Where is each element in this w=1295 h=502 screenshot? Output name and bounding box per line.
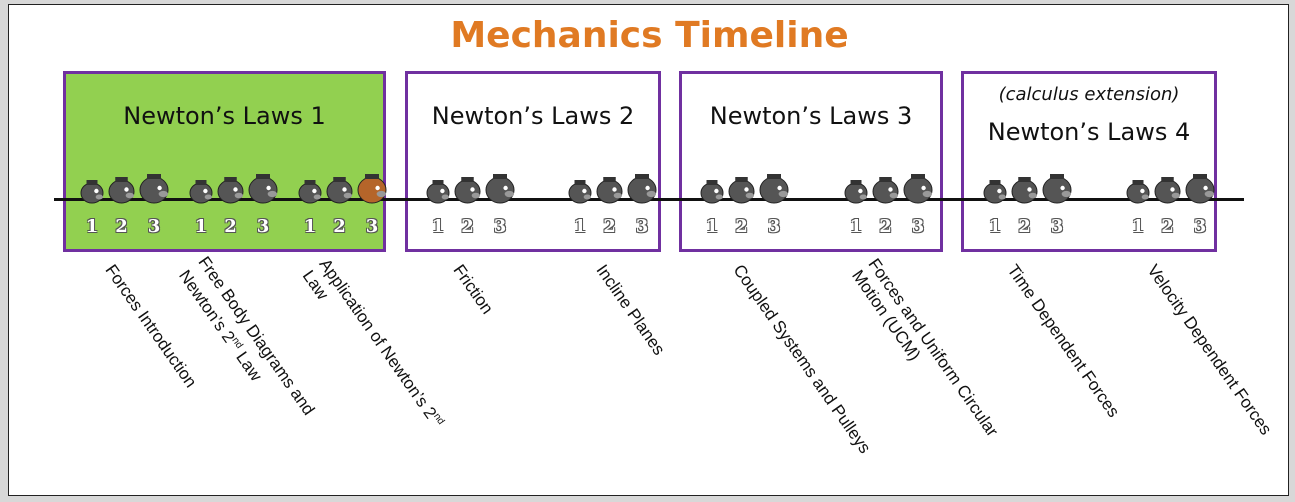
lesson-number: 3	[635, 216, 649, 237]
unit-box-newtons-laws-4[interactable]: (calculus extension) Newton’s Laws 4	[961, 71, 1217, 252]
lesson-marker-icon	[217, 177, 244, 204]
topic-label: Velocity Dependent Forces	[1143, 261, 1276, 439]
unit-box-newtons-laws-1[interactable]: Newton’s Laws 1	[63, 71, 386, 252]
lesson-number: 1	[849, 216, 863, 237]
lesson-number: 1	[573, 216, 587, 237]
lesson-marker-icon	[189, 180, 213, 204]
lesson-marker-icon	[108, 177, 135, 204]
topic-label: Friction	[449, 261, 497, 318]
lesson-marker-icon	[728, 177, 755, 204]
lesson-number: 3	[1193, 216, 1207, 237]
lesson-marker-icon	[326, 177, 353, 204]
lesson-number: 3	[1050, 216, 1064, 237]
lesson-marker-icon	[844, 180, 868, 204]
lesson-number: 1	[988, 216, 1002, 237]
lesson-number: 3	[147, 216, 161, 237]
lesson-number: 2	[115, 216, 128, 237]
lesson-number: 2	[1018, 216, 1031, 237]
unit-title: Newton’s Laws 4	[987, 118, 1191, 146]
lesson-marker-icon	[80, 180, 104, 204]
lesson-marker-icon	[298, 180, 322, 204]
lesson-number: 3	[493, 216, 507, 237]
lesson-number: 3	[365, 216, 379, 237]
lesson-marker-icon	[454, 177, 481, 204]
lesson-marker-icon	[485, 174, 515, 204]
lesson-marker-icon	[139, 174, 169, 204]
topic-label: Coupled Systems and Pulleys	[729, 261, 875, 457]
lesson-number: 2	[735, 216, 748, 237]
lesson-marker-icon	[1042, 174, 1072, 204]
lesson-number: 1	[1131, 216, 1145, 237]
lesson-marker-icon	[426, 180, 450, 204]
lesson-number: 2	[603, 216, 616, 237]
lesson-number: 1	[194, 216, 208, 237]
lesson-marker-icon	[903, 174, 933, 204]
lesson-number: 2	[224, 216, 237, 237]
lesson-marker-icon	[627, 174, 657, 204]
lesson-marker-icon	[872, 177, 899, 204]
lesson-marker-icon	[700, 180, 724, 204]
lesson-number: 2	[461, 216, 474, 237]
timeline-slide: Mechanics Timeline Newton’s Laws 1 Newto…	[8, 4, 1289, 496]
lesson-number: 2	[333, 216, 346, 237]
lesson-marker-icon	[568, 180, 592, 204]
lesson-number: 1	[303, 216, 317, 237]
lesson-marker-icon	[1185, 174, 1215, 204]
unit-title: Newton’s Laws 1	[123, 102, 326, 130]
lesson-marker-icon	[357, 174, 387, 204]
lesson-marker-icon	[596, 177, 623, 204]
lesson-number: 3	[911, 216, 925, 237]
page-title: Mechanics Timeline	[450, 15, 849, 56]
unit-title: Newton’s Laws 3	[709, 102, 913, 130]
topic-label: Forces and Uniform Circular Motion (UCM)	[848, 255, 1002, 441]
topic-label: Time Dependent Forces	[1003, 261, 1124, 421]
lesson-marker-icon	[983, 180, 1007, 204]
lesson-marker-icon	[1126, 180, 1150, 204]
lesson-number: 3	[256, 216, 270, 237]
lesson-marker-icon	[1011, 177, 1038, 204]
lesson-number: 3	[767, 216, 781, 237]
lesson-marker-icon	[1154, 177, 1181, 204]
lesson-marker-icon	[248, 174, 278, 204]
lesson-number: 1	[85, 216, 99, 237]
unit-title: Newton’s Laws 2	[431, 102, 635, 130]
topic-label: Application of Newton’s 2nd Law	[299, 255, 447, 427]
lesson-marker-icon	[759, 174, 789, 204]
lesson-number: 1	[431, 216, 445, 237]
unit-subtitle: (calculus extension)	[998, 84, 1180, 105]
unit-box-newtons-laws-3[interactable]: Newton’s Laws 3	[679, 71, 943, 252]
topic-label: Free Body Diagrams and Newton’s 2nd Law	[175, 253, 319, 419]
lesson-number: 1	[705, 216, 719, 237]
lesson-number: 2	[879, 216, 892, 237]
unit-box-newtons-laws-2[interactable]: Newton’s Laws 2	[405, 71, 661, 252]
topic-label: Incline Planes	[592, 261, 669, 359]
lesson-number: 2	[1161, 216, 1174, 237]
